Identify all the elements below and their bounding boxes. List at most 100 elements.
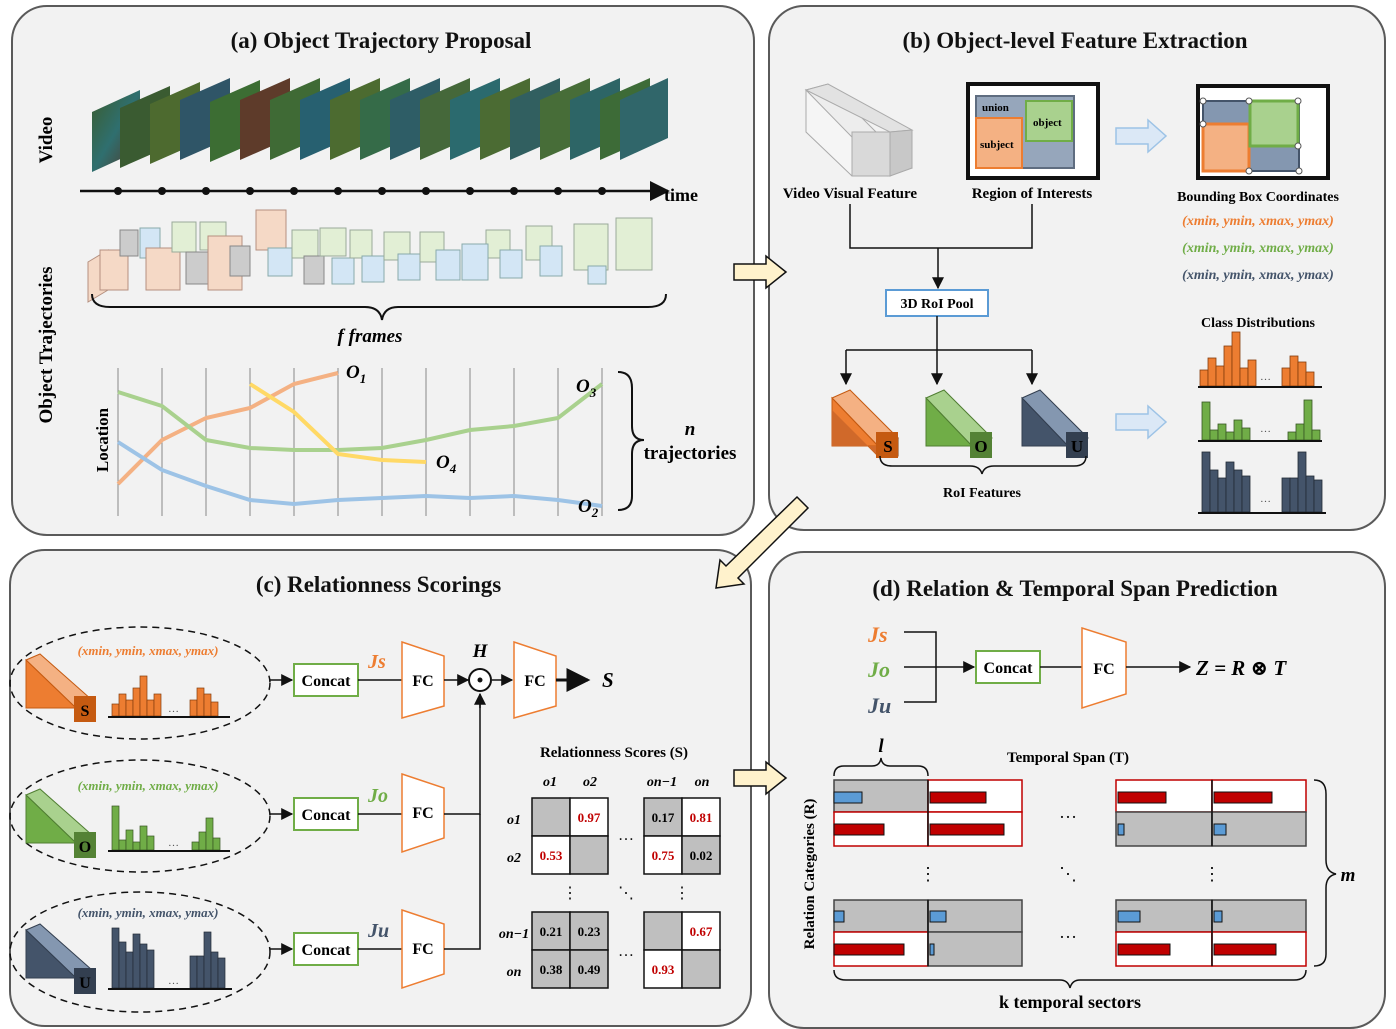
time-label: time bbox=[664, 185, 698, 205]
c-object-cuboid: O bbox=[25, 788, 96, 858]
o3-label: O3 bbox=[576, 376, 597, 400]
u-feature-cuboid: U bbox=[1021, 389, 1089, 458]
svg-text:⋱: ⋱ bbox=[618, 885, 634, 902]
arrow-a-to-b bbox=[733, 254, 788, 290]
hadamard-dot bbox=[477, 677, 483, 683]
arrow-c-to-d bbox=[733, 760, 788, 796]
relation-bars bbox=[833, 791, 1277, 956]
object-group bbox=[9, 759, 271, 873]
o2-label: O2 bbox=[578, 496, 599, 520]
svg-text:0.38: 0.38 bbox=[540, 962, 563, 977]
js-label: Js bbox=[367, 651, 386, 673]
concat-label-subject: Concat bbox=[302, 673, 352, 690]
svg-text:o1: o1 bbox=[543, 775, 557, 790]
svg-text:0.97: 0.97 bbox=[578, 810, 601, 825]
d-concat-label: Concat bbox=[984, 660, 1034, 677]
object-boxes bbox=[87, 209, 653, 303]
trajectories-brace bbox=[617, 371, 645, 511]
class-dist-union bbox=[1198, 451, 1326, 514]
svg-text:0.75: 0.75 bbox=[652, 848, 675, 863]
l-label: l bbox=[878, 736, 884, 757]
d-js-label: Js bbox=[867, 622, 888, 647]
svg-text:S: S bbox=[883, 437, 892, 456]
d-input-lines bbox=[904, 631, 937, 703]
svg-text:S: S bbox=[81, 703, 90, 720]
s-output-label: S bbox=[602, 668, 614, 692]
pool-branch-lines bbox=[846, 316, 1032, 351]
trajectory-o3 bbox=[117, 382, 604, 452]
k-sectors-label: k temporal sectors bbox=[999, 992, 1141, 1012]
svg-text:0.02: 0.02 bbox=[690, 848, 713, 863]
temporal-span-label: Temporal Span (T) bbox=[1007, 750, 1129, 766]
panel-c-title: (c) Relationness Scorings bbox=[255, 572, 502, 597]
ju-label: Ju bbox=[367, 920, 389, 942]
c-input-arrows bbox=[270, 674, 294, 955]
score-ellipses: …… ⋮⋮⋱ bbox=[562, 827, 690, 960]
roi-object-box bbox=[1025, 100, 1073, 142]
concat-box-object bbox=[293, 797, 359, 831]
trajectory-o1 bbox=[116, 371, 339, 486]
scores-title: Relationness Scores (S) bbox=[540, 745, 688, 761]
bbox-coords-union: (xmin, ymin, xmax, ymax) bbox=[1182, 268, 1334, 283]
roi-pool-label: 3D RoI Pool bbox=[900, 297, 973, 312]
d-fc-label: FC bbox=[1093, 661, 1114, 678]
panel-a-title: (a) Object Trajectory Proposal bbox=[230, 28, 532, 53]
svg-text:…: … bbox=[1260, 371, 1271, 383]
arrow-roi-to-bbox bbox=[1115, 118, 1168, 154]
svg-text:U: U bbox=[79, 975, 91, 992]
jo-label: Jo bbox=[367, 785, 388, 807]
svg-text:…: … bbox=[1260, 423, 1271, 435]
trajectory-o2 bbox=[116, 440, 603, 508]
concat-label-union: Concat bbox=[302, 942, 352, 959]
trajectory-o4 bbox=[248, 382, 427, 464]
svg-text:O: O bbox=[79, 839, 91, 856]
relation-ellipses: …… ⋮⋮⋱ bbox=[919, 802, 1221, 942]
bbox-object bbox=[1248, 99, 1300, 148]
score-matrix-cells bbox=[531, 797, 721, 989]
bbox-subject bbox=[1201, 122, 1251, 173]
video-frames bbox=[92, 78, 668, 172]
svg-text:on: on bbox=[695, 775, 710, 790]
l-brace bbox=[833, 757, 929, 777]
time-ticks bbox=[114, 187, 606, 195]
m-brace bbox=[1313, 779, 1337, 967]
k-brace bbox=[833, 969, 1307, 989]
panel-b-title: (b) Object-level Feature Extraction bbox=[902, 28, 1248, 53]
score-row-headers: o1 o2 on−1 on bbox=[499, 813, 529, 980]
bbox-title: Bounding Box Coordinates bbox=[1177, 190, 1339, 205]
fc-subject-label: FC bbox=[412, 673, 433, 690]
video-feature-cuboid bbox=[804, 83, 914, 177]
z-equation: Z = R ⊗ T bbox=[1195, 656, 1287, 680]
concat-box-subject bbox=[293, 663, 359, 697]
svg-text:o2: o2 bbox=[583, 775, 597, 790]
union-group bbox=[9, 891, 271, 1013]
svg-text:on−1: on−1 bbox=[647, 775, 677, 790]
svg-text:0.23: 0.23 bbox=[578, 924, 601, 939]
location-label: Location bbox=[93, 407, 112, 472]
score-values: 0.97 0.53 0.17 0.81 0.75 0.02 0.21 0.23 … bbox=[540, 810, 713, 977]
c-concat-to-fc-lines bbox=[358, 679, 402, 950]
d-jo-label: Jo bbox=[867, 657, 890, 682]
svg-text:⋮: ⋮ bbox=[919, 864, 937, 884]
fc-union bbox=[401, 908, 445, 990]
h-label: H bbox=[472, 641, 489, 662]
subject-group bbox=[9, 626, 271, 740]
bbox-corner-dots bbox=[1199, 97, 1303, 175]
svg-text:…: … bbox=[618, 943, 634, 960]
d-fc bbox=[1081, 626, 1127, 710]
o4-label: O4 bbox=[436, 452, 457, 476]
svg-text:U: U bbox=[1071, 437, 1083, 456]
class-dist-object bbox=[1198, 399, 1322, 442]
fc-final-label: FC bbox=[524, 673, 545, 690]
c-dist-object bbox=[108, 805, 230, 852]
fc-subject bbox=[401, 640, 445, 719]
panel-d-title: (d) Relation & Temporal Span Prediction bbox=[872, 576, 1278, 601]
svg-text:⋮: ⋮ bbox=[674, 885, 690, 902]
svg-text:0.67: 0.67 bbox=[690, 924, 713, 939]
c-dist-union bbox=[108, 927, 232, 990]
concat-label-object: Concat bbox=[302, 807, 352, 824]
m-label: m bbox=[1341, 865, 1356, 886]
c-merge-lines bbox=[444, 668, 591, 950]
class-dist-subject bbox=[1198, 331, 1322, 388]
